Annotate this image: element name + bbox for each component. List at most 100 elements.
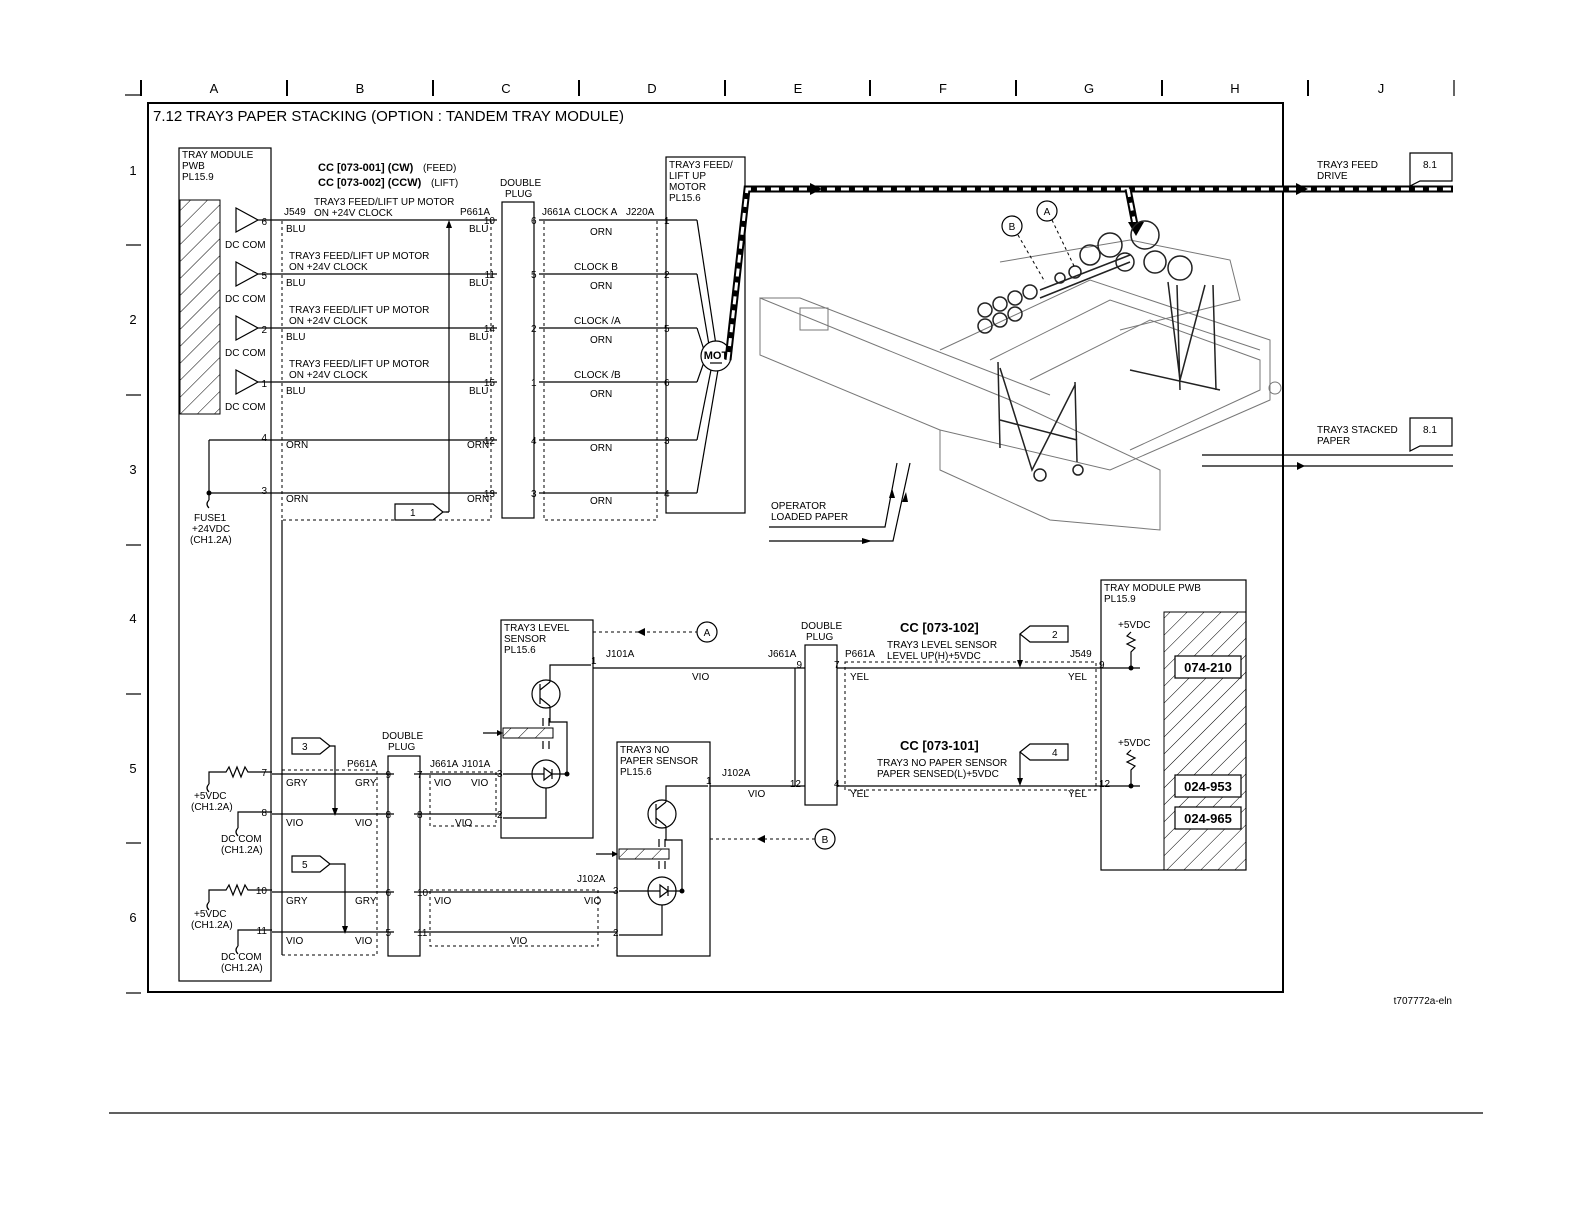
svg-text:CLOCK /B: CLOCK /B [574, 370, 621, 381]
svg-text:A: A [704, 628, 711, 639]
svg-text:+5VDC: +5VDC [1118, 738, 1151, 749]
feed-drive-ref: TRAY3 FEED DRIVE 8.1 [1317, 152, 1453, 187]
svg-text:(FEED): (FEED) [423, 163, 456, 174]
driver-2: DC COM [225, 314, 272, 359]
svg-text:ON +24V CLOCK: ON +24V CLOCK [289, 370, 368, 381]
svg-text:1: 1 [591, 656, 597, 667]
flag-5: 5 [291, 855, 348, 934]
svg-text:TRAY3 FEED/LIFT UP MOTOR: TRAY3 FEED/LIFT UP MOTOR [289, 305, 429, 316]
svg-text:YEL: YEL [850, 789, 869, 800]
svg-text:GRY: GRY [355, 896, 377, 907]
operator-loaded-paper: OPERATOR LOADED PAPER [769, 462, 911, 544]
tray3-no-paper-sensor: TRAY3 NO PAPER SENSOR PL15.6 1 3 2 B [596, 741, 836, 957]
svg-text:BLU: BLU [286, 386, 305, 397]
svg-text:PL15.9: PL15.9 [182, 172, 214, 183]
callout-a-top [1036, 200, 1058, 222]
svg-text:BLU: BLU [286, 278, 305, 289]
svg-text:BLU: BLU [469, 278, 488, 289]
svg-text:VIO: VIO [748, 789, 765, 800]
svg-text:J101A: J101A [462, 759, 491, 770]
col-label: G [1084, 81, 1094, 96]
flag-4: 4 [1019, 743, 1069, 761]
figure-id: t707772a-eln [1394, 996, 1452, 1007]
svg-text:DC COM: DC COM [221, 952, 262, 963]
svg-text:9: 9 [1099, 660, 1105, 671]
svg-text:4: 4 [1052, 748, 1058, 759]
col-label: D [647, 81, 656, 96]
svg-text:7: 7 [834, 660, 840, 671]
flag-3: 3 [291, 737, 338, 816]
svg-text:ORN: ORN [590, 281, 612, 292]
svg-text:J102A: J102A [722, 768, 751, 779]
svg-text:VIO: VIO [355, 818, 372, 829]
row-label: 5 [129, 761, 136, 776]
svg-text:PAPER SENSOR: PAPER SENSOR [620, 756, 698, 767]
svg-text:ORN: ORN [286, 494, 308, 505]
svg-text:6: 6 [261, 217, 267, 228]
fault-code-024-965: 024-965 [1174, 806, 1242, 830]
motor-harness: CC [073-001] (CW) (FEED) CC [073-002] (C… [272, 156, 746, 521]
fault-code-024-953: 024-953 [1174, 774, 1242, 798]
driver-5: DC COM [225, 260, 272, 305]
driver-1: DC COM [225, 368, 272, 413]
svg-text:VIO: VIO [455, 818, 472, 829]
svg-text:2: 2 [664, 270, 670, 281]
svg-text:PLUG: PLUG [388, 742, 415, 753]
svg-text:DRIVE: DRIVE [1317, 171, 1348, 182]
tray-module-pwb-right: TRAY MODULE PWB PL15.9 +5VDC +5VDC 074-2… [1100, 579, 1247, 871]
svg-text:CLOCK B: CLOCK B [574, 262, 618, 273]
svg-text:YEL: YEL [850, 672, 869, 683]
svg-text:9: 9 [385, 770, 391, 781]
svg-text:VIO: VIO [434, 896, 451, 907]
svg-text:6: 6 [664, 378, 670, 389]
column-grid: A B C D E F G H J [125, 80, 1455, 96]
svg-text:ORN: ORN [590, 496, 612, 507]
svg-text:4: 4 [531, 436, 537, 447]
col-label: B [356, 81, 365, 96]
svg-text:J661A: J661A [542, 207, 571, 218]
svg-text:1: 1 [664, 216, 670, 227]
drive-path [724, 183, 1453, 361]
svg-text:8: 8 [417, 810, 423, 821]
svg-text:BLU: BLU [286, 332, 305, 343]
svg-text:1: 1 [261, 379, 267, 390]
svg-text:(LIFT): (LIFT) [431, 178, 458, 189]
svg-text:CC [073-001] (CW): CC [073-001] (CW) [318, 162, 414, 174]
svg-text:CC [073-102]: CC [073-102] [900, 620, 979, 635]
svg-text:P661A: P661A [460, 207, 490, 218]
svg-text:PL15.6: PL15.6 [620, 767, 652, 778]
svg-text:11: 11 [485, 270, 496, 281]
flag-2: 2 [1019, 625, 1069, 643]
svg-text:A: A [1044, 207, 1051, 218]
svg-text:TRAY3 NO: TRAY3 NO [620, 745, 669, 756]
row-label: 3 [129, 462, 136, 477]
svg-text:5: 5 [261, 271, 267, 282]
tray-module-pwb-left: TRAY MODULE PWB PL15.9 DC COM DC COM DC … [178, 147, 272, 982]
svg-text:YEL: YEL [1068, 672, 1087, 683]
svg-text:DOUBLE: DOUBLE [801, 621, 842, 632]
svg-text:(CH1.2A): (CH1.2A) [191, 920, 233, 931]
col-label: J [1378, 81, 1385, 96]
svg-text:(CH1.2A): (CH1.2A) [221, 845, 263, 856]
col-label: H [1230, 81, 1239, 96]
callout-a [696, 621, 718, 643]
svg-text:DOUBLE: DOUBLE [382, 731, 423, 742]
wire-row-1: BLU BLU ORN 10 6 1 [272, 216, 697, 238]
svg-text:12: 12 [790, 779, 802, 790]
svg-text:ORN: ORN [590, 335, 612, 346]
svg-text:12: 12 [1099, 779, 1111, 790]
svg-text:LOADED PAPER: LOADED PAPER [771, 512, 848, 523]
svg-text:2: 2 [1052, 630, 1058, 641]
svg-text:J220A: J220A [626, 207, 655, 218]
svg-text:TRAY3 FEED/: TRAY3 FEED/ [669, 160, 733, 171]
wire-row-4: TRAY3 FEED/LIFT UP MOTOR ON +24V CLOCK C… [272, 359, 697, 400]
svg-text:11: 11 [417, 928, 428, 939]
svg-text:J661A: J661A [430, 759, 459, 770]
svg-text:8.1: 8.1 [1423, 425, 1437, 436]
diagram-frame [147, 102, 1284, 993]
svg-text:GRY: GRY [286, 778, 308, 789]
svg-text:2: 2 [497, 810, 503, 821]
svg-text:13: 13 [484, 489, 496, 500]
svg-text:3: 3 [531, 489, 537, 500]
wire-row-3: TRAY3 FEED/LIFT UP MOTOR ON +24V CLOCK C… [272, 305, 697, 346]
